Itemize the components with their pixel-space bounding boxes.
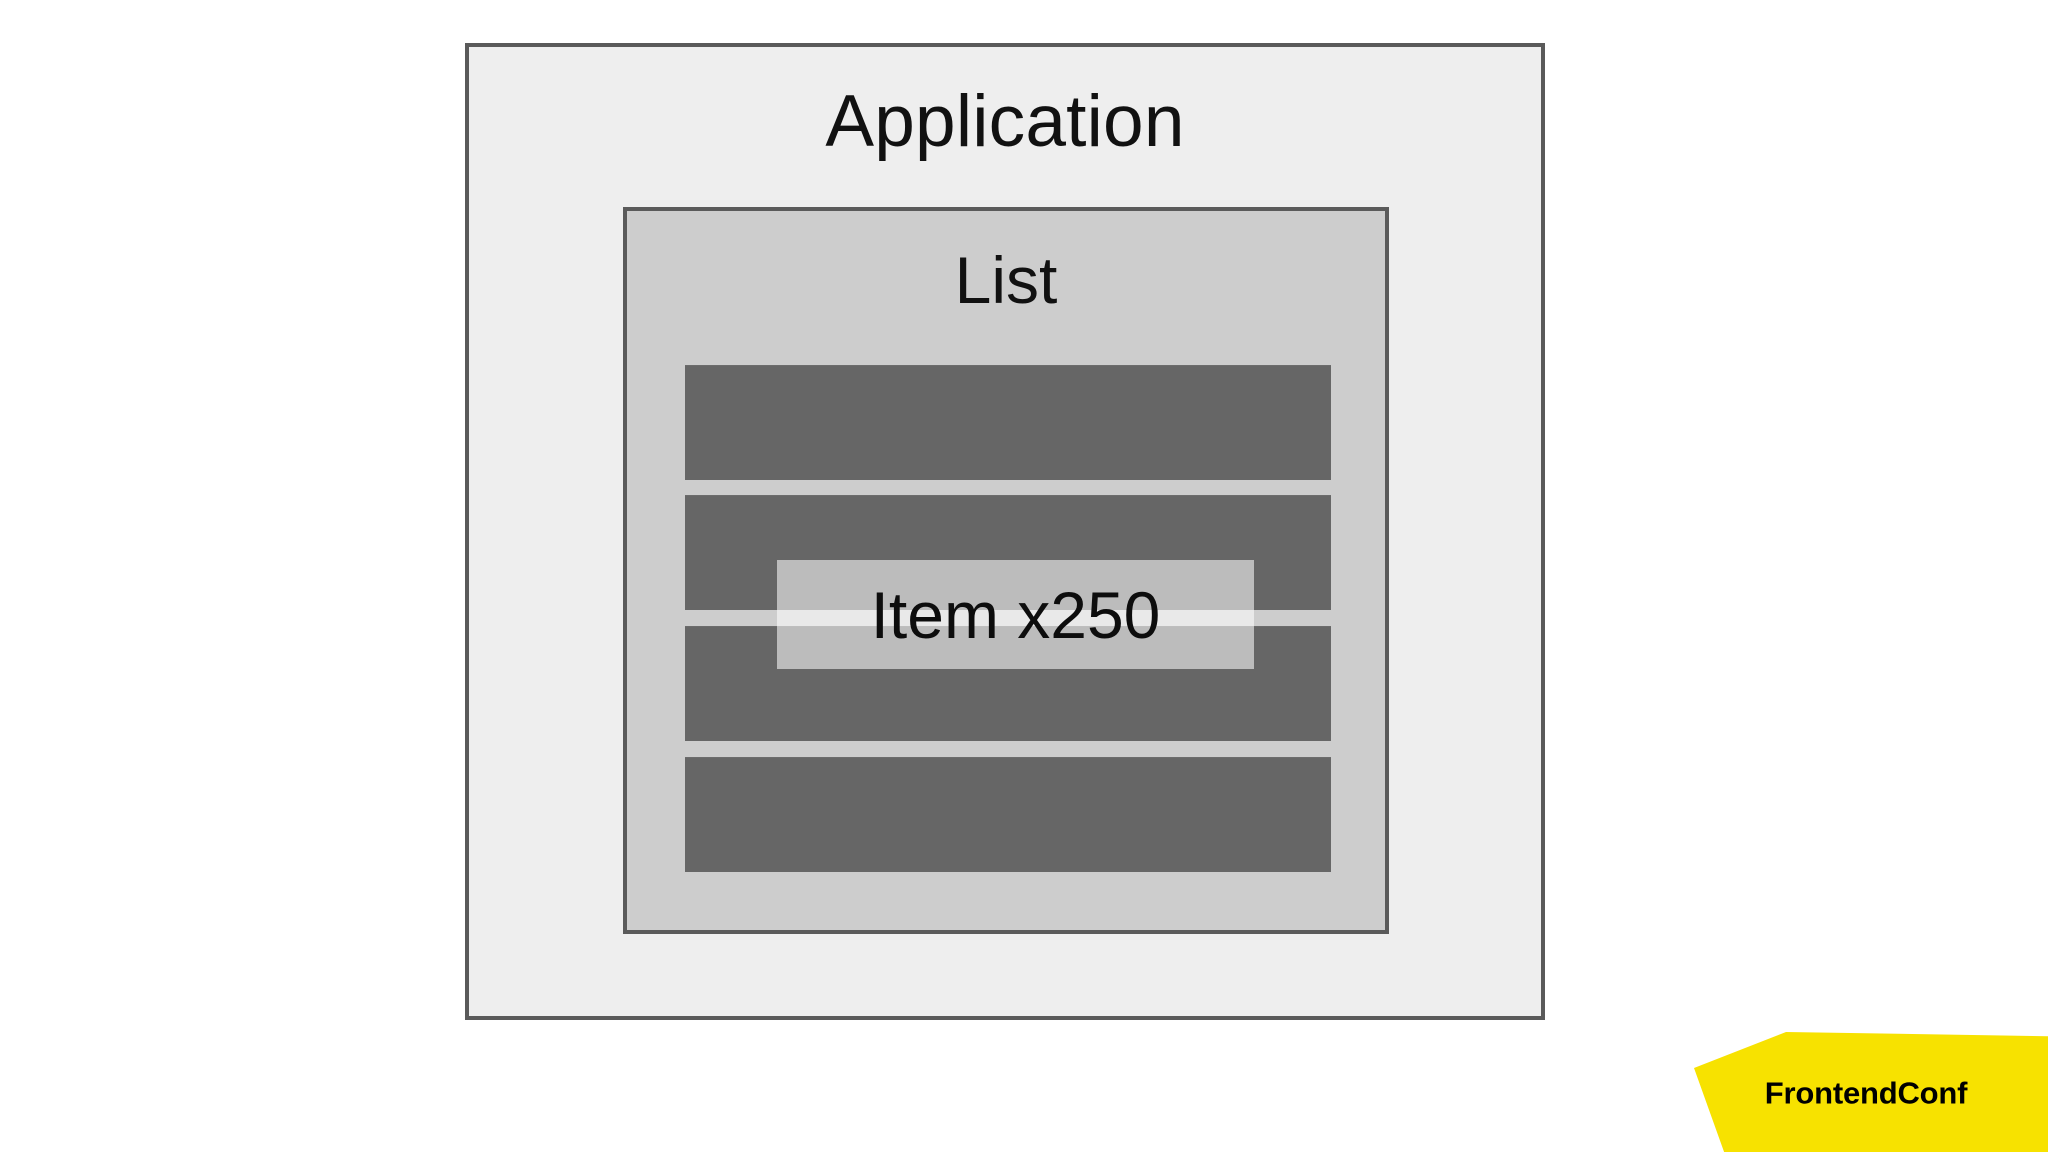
item-count-label: Item x250 xyxy=(870,577,1161,652)
item-count-overlay: Item x250 xyxy=(777,560,1254,669)
list-item[interactable] xyxy=(685,757,1331,872)
application-title: Application xyxy=(825,81,1185,162)
frontendconf-logo: FrontendConf xyxy=(1694,1032,2048,1152)
logo-badge-shape xyxy=(1694,1032,2048,1152)
list-item[interactable] xyxy=(685,365,1331,480)
application-container: Application List Item x250 xyxy=(465,43,1545,1020)
list-title: List xyxy=(954,243,1058,317)
logo-text: FrontendConf xyxy=(1764,1075,1968,1111)
